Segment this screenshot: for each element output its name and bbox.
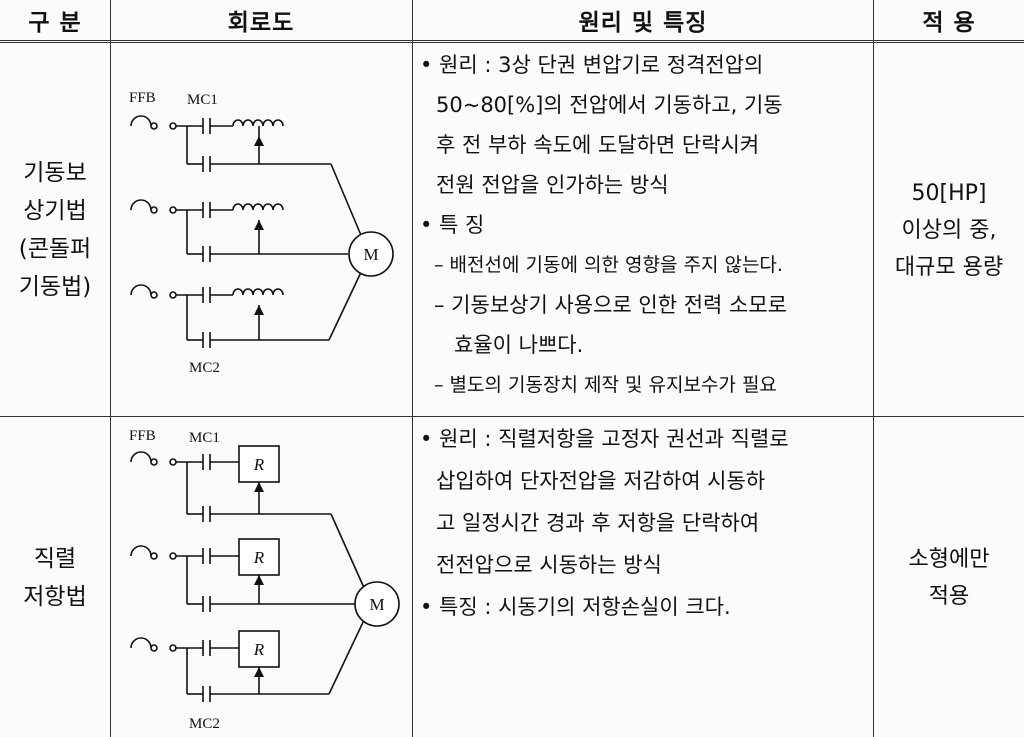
- svg-text:MC1: MC1: [189, 430, 220, 446]
- column-divider: [110, 0, 111, 737]
- svg-text:R: R: [253, 640, 265, 659]
- header-circuit: 회로도: [227, 10, 295, 36]
- circuit-diagram-autotransformer: FFB MC1 MC2 M: [129, 90, 394, 376]
- column-divider: [412, 0, 413, 737]
- svg-text:R: R: [253, 548, 265, 567]
- circuit-diagram-series-resistor: FFB MC1 MC2 R R R M: [129, 428, 400, 732]
- svg-text:FFB: FFB: [129, 428, 156, 444]
- row-divider: [0, 416, 1024, 417]
- svg-text:M: M: [369, 595, 384, 614]
- svg-text:MC1: MC1: [187, 92, 218, 108]
- column-divider: [873, 0, 874, 737]
- application-autotransformer: 50[HP] 이상의 중, 대규모 용량: [894, 180, 1004, 280]
- header-principle: 원리 및 특징: [578, 10, 708, 36]
- svg-text:MC2: MC2: [189, 716, 220, 732]
- category-autotransformer: 기동보 상기법 (콘돌퍼 기동법): [18, 160, 92, 300]
- application-series-resistor: 소형에만 적용: [908, 546, 990, 609]
- svg-text:M: M: [363, 245, 378, 264]
- category-series-resistor: 직렬 저항법: [23, 545, 87, 610]
- principle-text-series-resistor: • 원리 : 직렬저항을 고정자 권선과 직렬로 삽입하여 단자전압을 저감하여…: [420, 427, 789, 619]
- header-divider: [0, 40, 1024, 43]
- header-application: 적 용: [922, 10, 976, 36]
- svg-text:R: R: [253, 455, 265, 474]
- principle-text-autotransformer: • 원리 : 3상 단권 변압기로 정격전압의 50~80[%]의 전압에서 기…: [420, 53, 787, 396]
- svg-text:MC2: MC2: [189, 360, 220, 376]
- svg-text:FFB: FFB: [129, 90, 156, 106]
- header-category: 구 분: [28, 10, 82, 36]
